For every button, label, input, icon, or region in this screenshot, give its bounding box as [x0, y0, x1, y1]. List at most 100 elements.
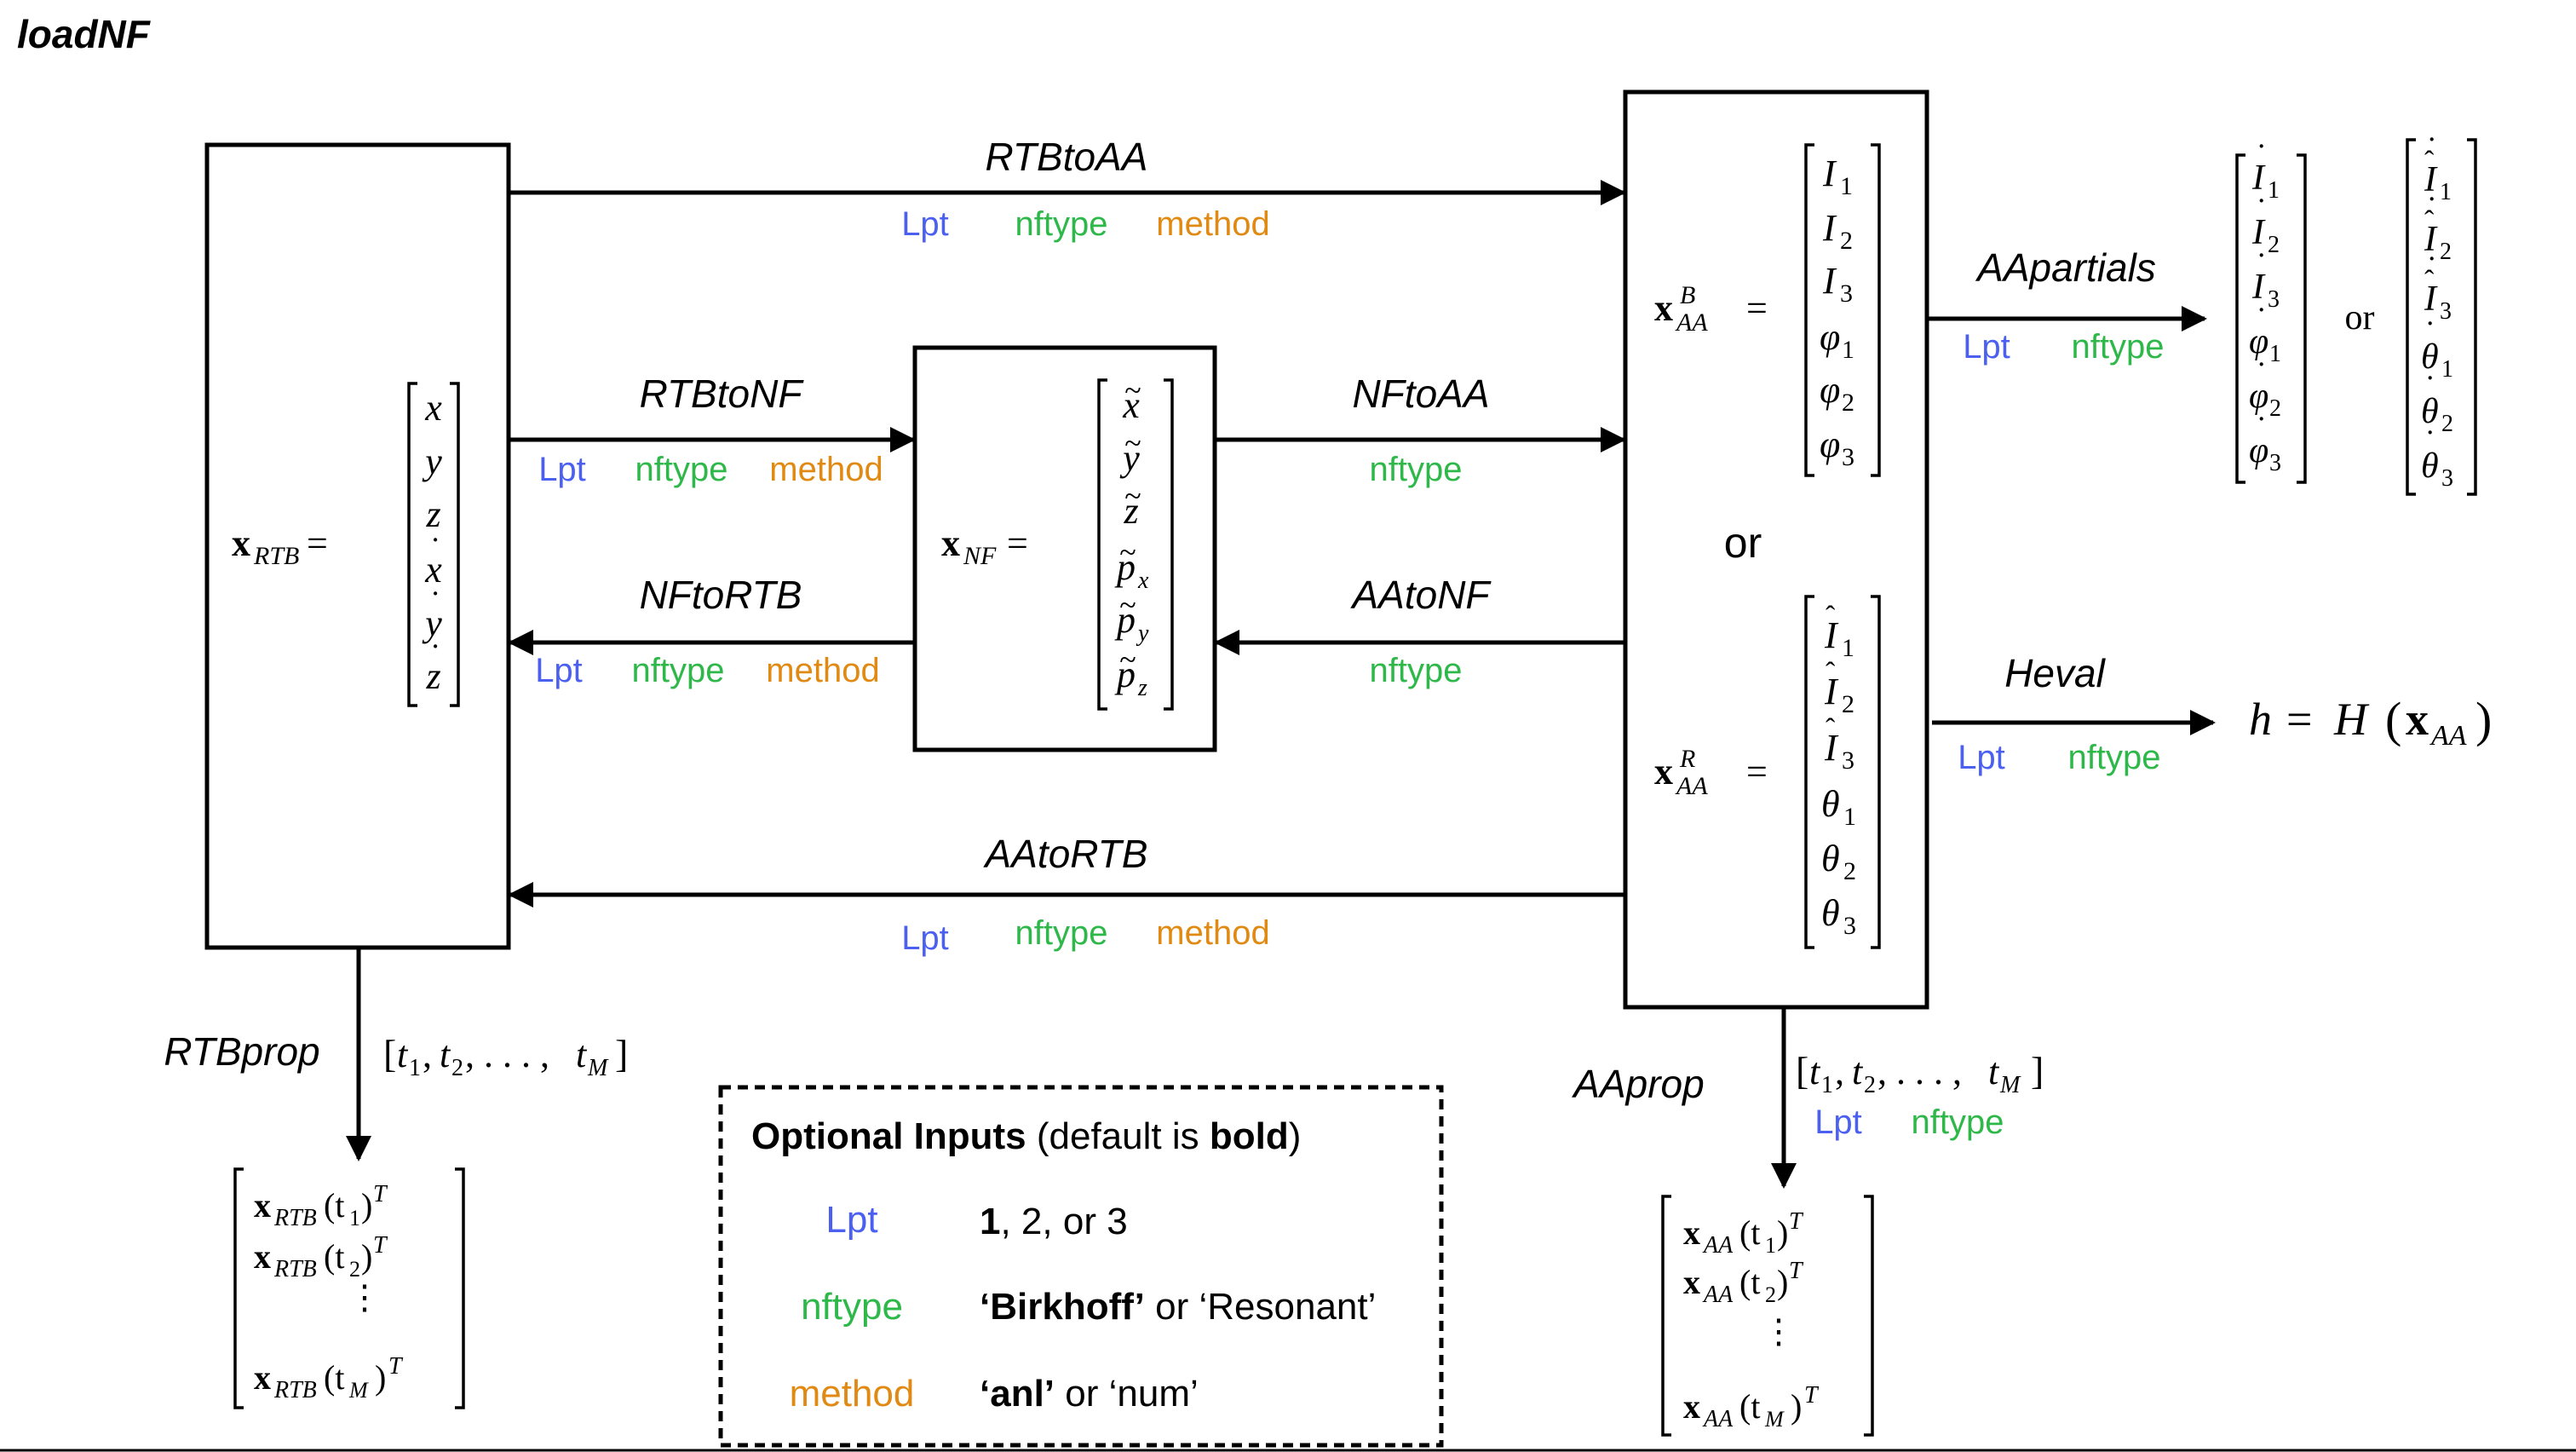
svg-text:R: R — [1679, 745, 1695, 773]
opt-nftype: nftype — [1015, 914, 1108, 952]
legend-box — [718, 1085, 1444, 1448]
svg-text:˙: ˙ — [2256, 191, 2267, 229]
aa-birkhoff-vector: x B AA = I I I φ φ φ 1 2 3 1 2 3 — [1654, 143, 1881, 477]
label-aa-to-nf: AAtoNF — [1349, 573, 1492, 617]
diagram-title: loadNF — [17, 12, 152, 56]
svg-text:x: x — [1683, 1213, 1700, 1252]
svg-text:2: 2 — [1765, 1282, 1776, 1307]
label-aa-partials: AApartials — [1975, 245, 2156, 290]
svg-text:p: p — [1114, 599, 1136, 641]
svg-text:1: 1 — [2269, 341, 2281, 367]
svg-text:x: x — [1122, 384, 1140, 426]
svg-text:2: 2 — [349, 1257, 360, 1282]
svg-text:2: 2 — [451, 1055, 463, 1081]
svg-text:I: I — [1824, 671, 1839, 712]
aa-partials-output-birkhoff: I I I φ φ φ ˙ ˙ ˙ ˙ ˙ ˙ 1 2 3 1 2 3 — [2235, 136, 2307, 484]
svg-text:NF: NF — [963, 542, 997, 570]
svg-text:I: I — [1822, 153, 1837, 194]
svg-text:˙: ˙ — [2256, 409, 2267, 447]
svg-text:˙: ˙ — [2256, 354, 2267, 393]
svg-text:˙: ˙ — [2256, 136, 2267, 175]
opt-method: method — [1156, 914, 1269, 952]
opt-nftype: nftype — [2072, 328, 2165, 366]
svg-text:1: 1 — [1842, 336, 1854, 364]
svg-text:I: I — [2251, 213, 2266, 252]
opt-lpt: Lpt — [1814, 1103, 1862, 1141]
heval-output-expression: h = H ( x AA ) — [2249, 692, 2492, 752]
svg-text:): ) — [361, 1237, 372, 1276]
svg-text:[: [ — [383, 1032, 396, 1075]
svg-text:RTB: RTB — [273, 1377, 317, 1403]
label-heval: Heval — [2004, 651, 2106, 695]
svg-text:˙: ˙ — [2424, 423, 2435, 461]
or-label-partials: or — [2345, 298, 2375, 337]
svg-text:z: z — [1123, 490, 1138, 532]
svg-text:2: 2 — [2268, 232, 2280, 258]
label-aa-prop: AAprop — [1571, 1062, 1704, 1106]
svg-text:I: I — [1822, 260, 1837, 302]
aa-resonant-vector: x R AA = I I I θ θ θ ˆ ˆ ˆ 1 2 3 1 2 3 — [1654, 595, 1881, 949]
svg-text:(t: (t — [1739, 1263, 1760, 1301]
svg-text:x: x — [1683, 1263, 1700, 1301]
svg-text:3: 3 — [1843, 912, 1856, 940]
svg-text:=: = — [307, 522, 328, 564]
optional-inputs-legend: Optional Inputs (default is bold) Lpt 1,… — [718, 1085, 1444, 1448]
legend-row-method-key: method — [790, 1373, 915, 1415]
svg-text:3: 3 — [2441, 465, 2453, 492]
opts-aa-to-rtb: Lpt nftype method — [901, 914, 1270, 957]
svg-text:t: t — [1988, 1051, 2000, 1092]
svg-text:RTB: RTB — [273, 1205, 317, 1231]
svg-text:T: T — [1789, 1258, 1804, 1284]
svg-text:]: ] — [2031, 1049, 2044, 1092]
opt-nftype: nftype — [2068, 739, 2161, 776]
svg-text:I: I — [2424, 160, 2438, 199]
svg-text:T: T — [373, 1181, 388, 1207]
svg-text:p: p — [1114, 654, 1136, 695]
svg-text:θ: θ — [1821, 892, 1840, 934]
svg-text:I: I — [2251, 268, 2266, 307]
opts-aa-to-nf: nftype — [1370, 652, 1463, 689]
svg-text:1: 1 — [409, 1055, 421, 1081]
svg-text:˙: ˙ — [2256, 300, 2267, 338]
svg-text:): ) — [2475, 692, 2492, 747]
svg-text:~: ~ — [1124, 479, 1141, 513]
svg-text:1: 1 — [1842, 634, 1854, 662]
svg-text:θ: θ — [1821, 783, 1840, 825]
svg-text:): ) — [375, 1358, 386, 1397]
svg-text:⋮: ⋮ — [1762, 1312, 1796, 1351]
svg-text:˙: ˙ — [429, 530, 440, 568]
svg-text:I: I — [1824, 614, 1839, 656]
svg-text:(t: (t — [324, 1237, 344, 1276]
svg-text:[: [ — [1796, 1049, 1808, 1092]
svg-text:I: I — [2424, 220, 2438, 259]
legend-title: Optional Inputs (default is bold) — [751, 1115, 1301, 1157]
svg-text:x: x — [254, 1186, 271, 1224]
svg-text:˙: ˙ — [429, 584, 440, 622]
svg-text:AA: AA — [1702, 1232, 1734, 1259]
svg-text:I: I — [1822, 207, 1837, 249]
svg-text:1: 1 — [1765, 1233, 1776, 1258]
svg-text:(t: (t — [324, 1186, 344, 1224]
svg-text:AA: AA — [1675, 308, 1708, 337]
opts-rtb-to-nf: Lpt nftype method — [538, 451, 883, 488]
svg-text:RTB: RTB — [253, 542, 299, 570]
aa-partials-output-resonant: I I I θ θ θ ˆ ˆ ˆ ˙ ˙ ˙ ˙ ˙ ˙ 1 2 3 1 2 … — [2406, 130, 2477, 496]
svg-text:,: , — [1835, 1051, 1844, 1092]
svg-text:2: 2 — [1842, 389, 1854, 417]
svg-text:(t: (t — [1739, 1213, 1760, 1252]
opt-lpt: Lpt — [1963, 328, 2010, 366]
aa-prop-output: x AA (t 1 ) T x AA (t 2 ) T ⋮ x AA (t M … — [1661, 1195, 1874, 1437]
svg-text:): ) — [361, 1186, 372, 1224]
svg-text:AA: AA — [1702, 1282, 1734, 1308]
svg-text:θ: θ — [2421, 392, 2439, 431]
legend-row-nftype-key: nftype — [801, 1286, 903, 1328]
svg-text:B: B — [1680, 281, 1695, 309]
svg-text:y: y — [1119, 437, 1140, 479]
svg-text:φ: φ — [2249, 322, 2268, 361]
svg-text:3: 3 — [2268, 286, 2280, 313]
opt-nftype: nftype — [632, 652, 725, 689]
svg-text:~: ~ — [1119, 642, 1136, 677]
rtb-prop-output: x RTB (t 1 ) T x RTB (t 2 ) T ⋮ x RTB (t… — [233, 1167, 465, 1409]
svg-text:T: T — [373, 1232, 388, 1259]
opts-nf-to-aa: nftype — [1370, 451, 1463, 488]
